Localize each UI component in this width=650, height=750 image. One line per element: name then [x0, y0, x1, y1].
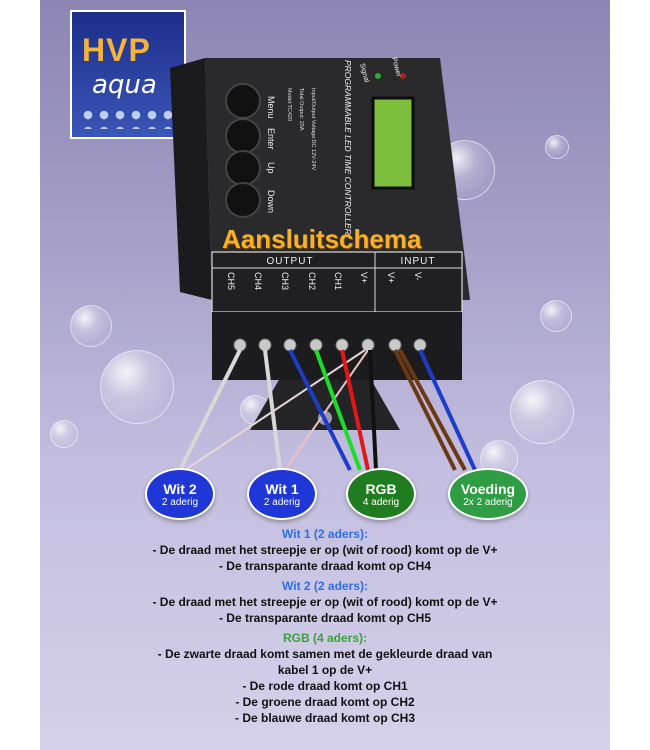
channel-label: CH4	[253, 272, 263, 290]
channel-label: V+	[386, 272, 396, 283]
bubble-decoration	[50, 420, 78, 448]
front-panel	[211, 251, 463, 313]
instruction-line: - De transparante draad komt op CH5	[218, 611, 432, 625]
bubble-wit1-label: Wit 1	[265, 480, 299, 497]
logo-sub: aqua	[92, 70, 157, 100]
bubble-wit2-sub: 2 aderig	[161, 496, 199, 508]
instruction-line: - De groene draad komt op CH2	[235, 695, 415, 709]
bubble-wit1: Wit 1 2 aderig	[247, 468, 317, 520]
spec-output: Total Output: 20A	[298, 88, 304, 131]
channel-label: V+	[359, 272, 369, 283]
section-heading-rgb: RGB (4 aders):	[282, 631, 368, 645]
power-led	[400, 73, 406, 79]
bubble-wit1-sub: 2 aderig	[263, 496, 301, 508]
enter-button[interactable]	[225, 118, 261, 154]
up-button[interactable]	[225, 150, 261, 186]
instruction-line: - De draad met het streepje er op (wit o…	[152, 595, 498, 609]
button-label-enter: Enter	[266, 128, 276, 150]
spec-voltage: Input/Output Voltage:DC 12V-24V	[310, 88, 316, 171]
logo-bubbles	[80, 107, 176, 129]
bubble-decoration	[545, 135, 569, 159]
button-label-up: Up	[266, 162, 276, 174]
bubble-decoration	[540, 300, 572, 332]
bubble-rgb: RGB 4 aderig	[346, 468, 416, 520]
instruction-line: - De draad met het streepje er op (wit o…	[152, 543, 498, 557]
terminal-screws	[233, 338, 427, 352]
button-label-down: Down	[266, 190, 276, 213]
channel-label: V-	[413, 272, 423, 281]
bubble-voeding: Voeding 2x 2 aderig	[448, 468, 528, 520]
channel-label: CH2	[307, 272, 317, 290]
channel-label: CH3	[280, 272, 290, 290]
bubble-rgb-label: RGB	[365, 480, 397, 497]
bubble-voeding-label: Voeding	[460, 480, 516, 497]
signal-led	[375, 73, 381, 79]
lcd-screen	[371, 96, 415, 190]
bubble-decoration	[100, 350, 174, 424]
mount-tab	[250, 378, 400, 430]
button-label-menu: Menu	[266, 96, 276, 119]
bubble-decoration	[510, 380, 574, 444]
product-name: PROGRAMMABLE LED TIME CONTROLLER	[343, 60, 353, 235]
instructions: Wit 1 (2 aders): - De draad met het stre…	[40, 526, 610, 726]
bubble-decoration	[70, 305, 112, 347]
instruction-line: - De transparante draad komt op CH4	[218, 559, 432, 573]
channel-label: CH1	[333, 272, 343, 290]
controller-side-face	[170, 58, 212, 300]
wires	[178, 349, 477, 471]
bubble-voeding-sub: 2x 2 aderig	[463, 496, 513, 508]
menu-button[interactable]	[225, 83, 261, 119]
channel-label: CH5	[226, 272, 236, 290]
logo-brand: HVP	[82, 32, 151, 68]
section-heading-wit2: Wit 2 (2 aders):	[282, 579, 368, 593]
bubble-wit2-label: Wit 2	[163, 480, 197, 497]
bubble-rgb-sub: 4 aderig	[362, 496, 400, 508]
instruction-line: - De blauwe draad komt op CH3	[234, 711, 416, 725]
led-label-signal: Signal	[358, 63, 370, 84]
diagram-title: Aansluitschema	[222, 224, 422, 254]
controller-diagram: Menu Enter Up Down Model:TC420 Total Out…	[170, 57, 477, 471]
down-button[interactable]	[225, 182, 261, 218]
input-label: INPUT	[401, 256, 436, 267]
output-label: OUTPUT	[266, 256, 313, 267]
instruction-line: - De rode draad komt op CH1	[242, 679, 408, 693]
hvp-aqua-logo: HVP aqua	[70, 10, 186, 139]
section-heading-wit1: Wit 1 (2 aders):	[282, 527, 368, 541]
instruction-line: - De zwarte draad komt samen met de gekl…	[157, 647, 493, 661]
spec-model: Model:TC420	[286, 88, 292, 121]
instruction-line: kabel 1 op de V+	[277, 663, 373, 677]
bubble-wit2: Wit 2 2 aderig	[145, 468, 215, 520]
